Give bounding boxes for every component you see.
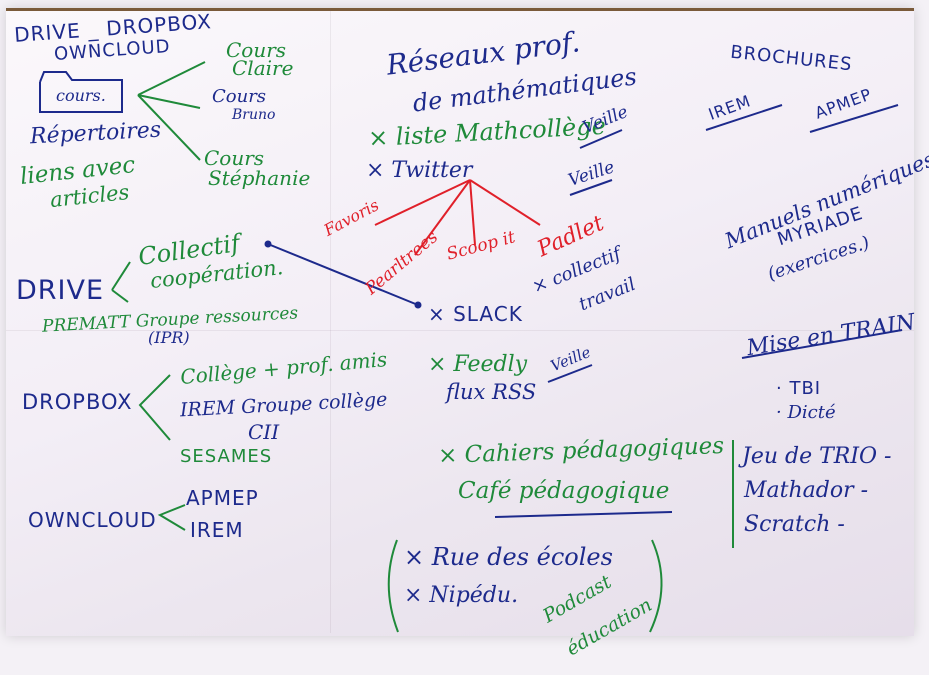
folder-label: cours. <box>56 86 106 105</box>
cours-stephanie-name: Stéphanie <box>208 166 311 190</box>
paper-fold <box>330 8 331 633</box>
dropbox-label: DROPBOX <box>22 390 133 414</box>
branch-line <box>111 261 131 291</box>
owncloud-irem-label: IREM <box>190 518 244 542</box>
branch-line <box>137 94 201 161</box>
cours-bruno-name: Bruno <box>232 107 276 123</box>
underline <box>705 104 783 131</box>
branch-line <box>414 179 471 256</box>
underline <box>579 129 623 149</box>
branch-line <box>137 61 206 96</box>
feedly-label: × Feedly <box>428 352 528 377</box>
bracket <box>387 539 399 633</box>
cours-stephanie-label: Cours <box>204 146 265 170</box>
folder-icon <box>39 71 123 113</box>
paper-fold <box>6 330 914 331</box>
ipr-label: (IPR) <box>148 328 190 347</box>
paper-sheet <box>6 8 914 636</box>
bracket <box>649 539 663 633</box>
jeu-de-trio: Jeu de TRIO - <box>742 444 892 469</box>
link-line <box>267 243 419 306</box>
cafe-pedagogique: Café pédagogique <box>458 478 670 504</box>
underline <box>809 104 899 133</box>
sesames-label: SESAMES <box>180 446 273 467</box>
mathador-label: Mathador - <box>744 478 869 503</box>
branch-line <box>138 374 171 441</box>
nipedu-label: × Nipédu. <box>404 583 519 608</box>
underline <box>494 511 673 518</box>
slack-label: × SLACK <box>428 302 523 326</box>
underline <box>741 329 903 359</box>
rue-des-ecoles: × Rue des écoles <box>404 543 613 571</box>
tbi-label: · TBI <box>776 378 822 399</box>
scratch-label: Scratch - <box>744 512 845 537</box>
branch-line <box>111 289 129 303</box>
branch-line <box>469 179 541 226</box>
cours-claire-name: Claire <box>232 56 294 80</box>
cours-claire-label: Cours <box>226 38 287 62</box>
dicte-label: · Dicté <box>776 402 836 423</box>
owncloud-label: OWNCLOUD <box>28 508 157 532</box>
underline <box>569 179 613 196</box>
underline <box>547 364 593 383</box>
branch-line <box>157 504 186 531</box>
branch-line <box>137 94 201 109</box>
drive-label: DRIVE <box>16 275 105 306</box>
branch-line <box>374 179 471 226</box>
branch-line <box>469 179 476 246</box>
cours-bruno-label: Cours <box>212 86 267 107</box>
owncloud-apmep-label: APMEP <box>186 486 259 510</box>
link-dot <box>414 301 422 309</box>
link-dot <box>264 240 272 248</box>
flux-rss-label: flux RSS <box>446 380 537 404</box>
cii-label: CII <box>248 420 280 444</box>
twitter-label: × Twitter <box>366 158 473 183</box>
